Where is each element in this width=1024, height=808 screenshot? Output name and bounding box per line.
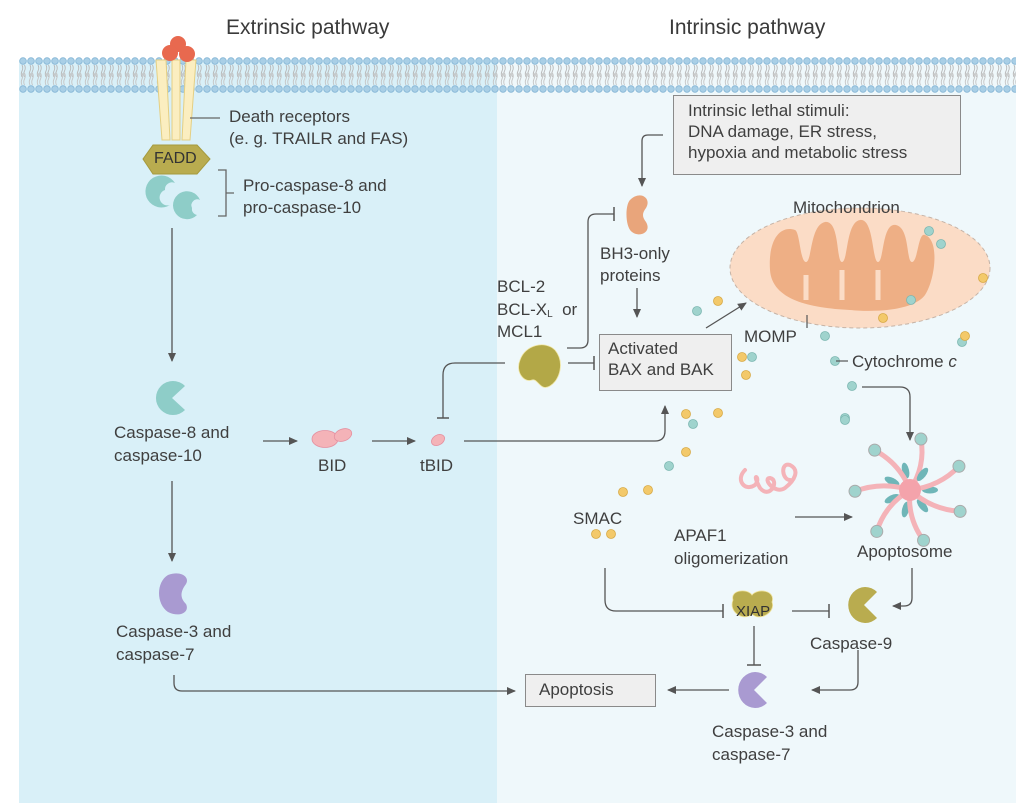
cytochrome-text: Cytochrome xyxy=(852,352,949,371)
caspase-9-bound xyxy=(916,499,929,513)
extrinsic-pathway-panel xyxy=(19,60,497,803)
caspase-9-bound xyxy=(884,476,900,487)
bclxl-label: BCL-XL or xyxy=(497,299,577,325)
caspase-3-extrinsic-label-1: Caspase-3 and xyxy=(116,622,232,641)
cytochrome-c-bound xyxy=(868,443,882,457)
cytochrome-c-bound xyxy=(914,432,928,446)
bh3-only-icon xyxy=(626,195,648,235)
apoptosis-box: Apoptosis xyxy=(525,674,656,707)
death-receptor-icon xyxy=(155,36,197,141)
fadd-label: FADD xyxy=(154,150,197,167)
death-receptors-example-label: (e. g. TRAILR and FAS) xyxy=(229,129,409,148)
smac-dots xyxy=(591,273,988,539)
cytochrome-c-bound xyxy=(870,524,884,538)
bh3-label-1: BH3-only xyxy=(600,244,670,263)
xiap-icon xyxy=(731,590,774,618)
bh3-label-2: proteins xyxy=(600,266,661,285)
caspase-9-icon xyxy=(848,586,877,623)
apoptosome-label: Apoptosome xyxy=(857,542,953,561)
apaf1-label-2: oligomerization xyxy=(674,549,789,568)
apoptosome-core xyxy=(899,479,921,501)
cytochrome-c-bound xyxy=(953,504,967,518)
caspase-9-bound xyxy=(916,467,929,481)
death-receptors-label: Death receptors xyxy=(229,107,350,126)
caspase-3-extrinsic-icon xyxy=(159,573,188,615)
pro-caspase-label-2: pro-caspase-10 xyxy=(243,198,362,217)
cytochrome-c-bound xyxy=(952,459,966,473)
extrinsic-pathway-title: Extrinsic pathway xyxy=(226,16,390,39)
mitochondrion-label: Mitochondrion xyxy=(793,198,900,217)
caspase-3-intrinsic-label-1: Caspase-3 and xyxy=(712,722,828,741)
caspase-3-extrinsic-label-2: caspase-7 xyxy=(116,645,195,664)
cytochrome-c-italic: c xyxy=(948,352,957,371)
cell-membrane xyxy=(19,57,1016,93)
intrinsic-pathway-title: Intrinsic pathway xyxy=(669,16,826,39)
caspase-9-bound xyxy=(884,493,900,504)
bid-label: BID xyxy=(318,456,347,475)
or-text: or xyxy=(562,300,578,319)
bclx-subscript: L xyxy=(547,309,553,320)
mitochondrion-icon xyxy=(729,207,991,329)
cytochrome-c-bound xyxy=(917,533,931,547)
bcl2-label: BCL-2 xyxy=(497,277,546,296)
apaf1-icon xyxy=(738,462,798,494)
cytochrome-c-label: Cytochrome c xyxy=(852,351,957,372)
caspase-3-intrinsic-icon xyxy=(738,672,767,708)
cytochrome-c-bound xyxy=(848,484,862,498)
apoptosome-icon xyxy=(848,432,967,547)
pro-caspase-icon xyxy=(145,175,200,220)
activated-bax-bak-box: Activated BAX and BAK xyxy=(599,334,732,391)
caspase-3-intrinsic-label-2: caspase-7 xyxy=(712,745,791,764)
bclx-text: BCL-X xyxy=(497,300,548,319)
caspase-9-label: Caspase-9 xyxy=(810,634,893,653)
stimuli-line-2: DNA damage, ER stress, xyxy=(688,122,877,141)
smac-label: SMAC xyxy=(573,509,623,528)
caspase-8-icon xyxy=(155,381,185,416)
caspase-8-label-2: caspase-10 xyxy=(114,446,202,465)
xiap-label: XIAP xyxy=(736,603,771,620)
apaf1-label-1: APAF1 xyxy=(674,526,727,545)
bax-line-2: BAX and BAK xyxy=(608,360,714,379)
stimuli-line-1: Intrinsic lethal stimuli: xyxy=(688,101,850,120)
cytochrome-c-dots xyxy=(664,226,967,471)
tbid-label: tBID xyxy=(420,456,454,475)
bax-line-1: Activated xyxy=(608,339,678,358)
pro-caspase-label-1: Pro-caspase-8 and xyxy=(243,176,387,195)
fadd-icon xyxy=(142,144,211,175)
intrinsic-stimuli-box: Intrinsic lethal stimuli: DNA damage, ER… xyxy=(673,95,961,175)
mcl1-label: MCL1 xyxy=(497,322,543,341)
bid-icon xyxy=(311,428,353,448)
tbid-icon xyxy=(431,434,445,446)
stimuli-line-3: hypoxia and metabolic stress xyxy=(688,143,908,162)
momp-label: MOMP xyxy=(744,327,797,346)
bcl2-icon xyxy=(518,344,561,388)
caspase-8-label-1: Caspase-8 and xyxy=(114,423,230,442)
